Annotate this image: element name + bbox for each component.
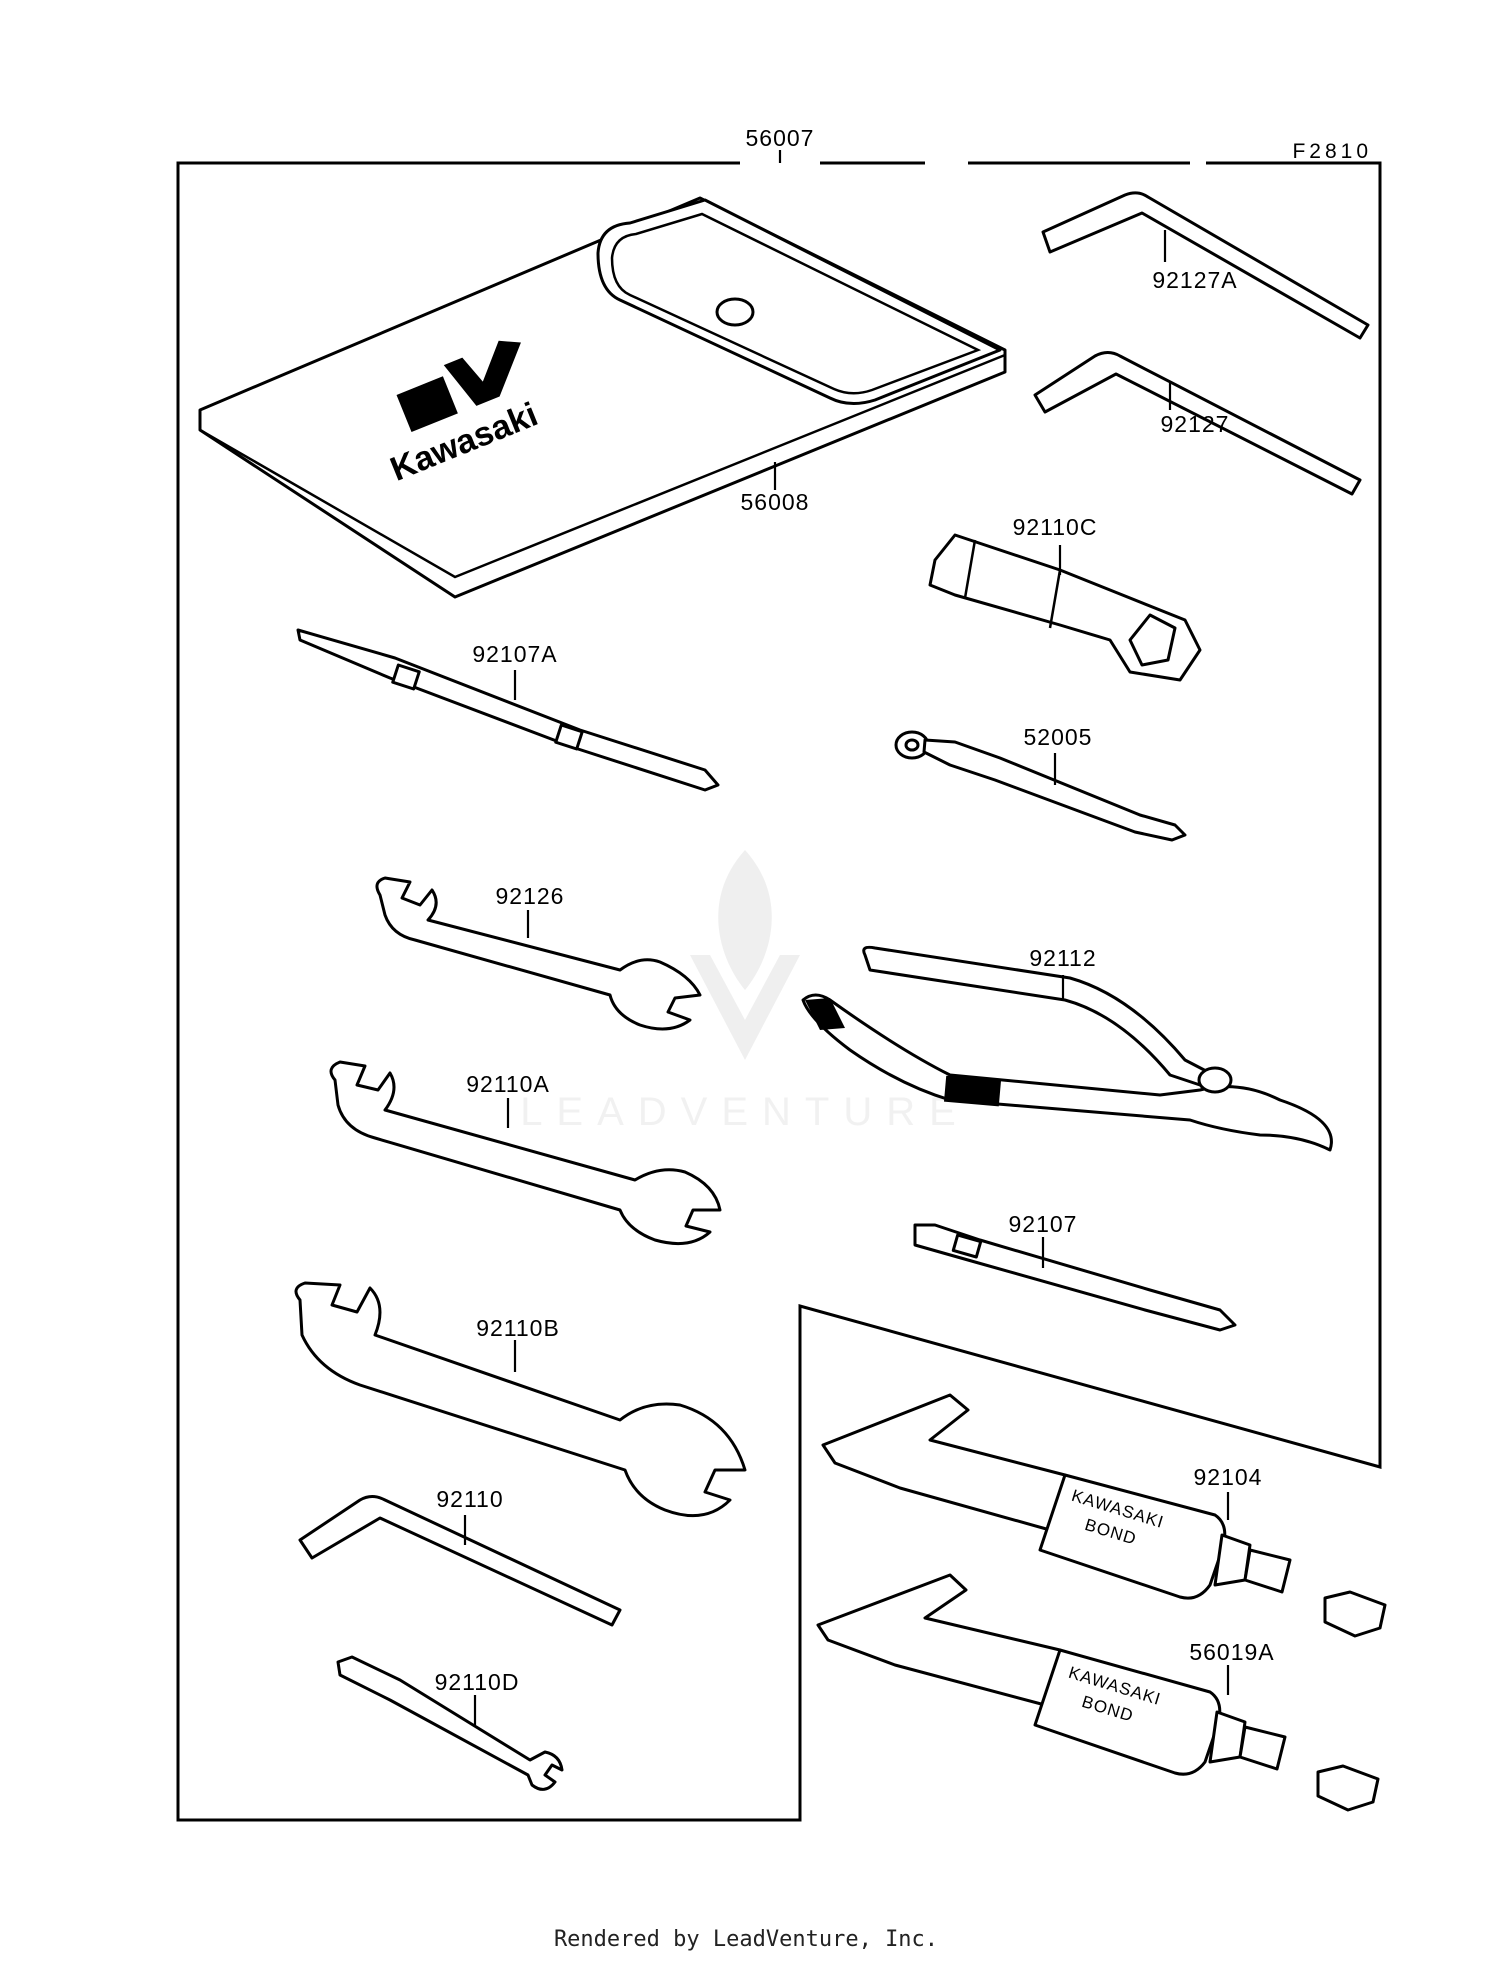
label-92110b: 92110B [476,1315,560,1341]
label-52005: 52005 [1024,724,1093,750]
watermark-text: LEADVENTURE [520,1090,970,1134]
watermark: LEADVENTURE [520,850,970,1134]
wrench-92110a [329,1060,722,1246]
label-56019a: 56019A [1189,1639,1274,1665]
diagram-code: F2810 [1292,140,1372,163]
kit-frame [176,150,1382,1822]
handle-52005 [894,730,1187,842]
screwdriver-92107a [296,628,720,792]
label-92127a: 92127A [1152,267,1237,293]
tool-92110d [336,1655,564,1791]
wrench-92110b [294,1281,747,1518]
label-92110: 92110 [436,1486,503,1512]
bond-tube-56019a: KAWASAKI BOND [816,1573,1380,1812]
hex-wrench-92127 [1033,351,1362,496]
label-56008: 56008 [741,489,810,515]
label-56007: 56007 [746,125,815,151]
hex-wrench-92110 [298,1495,622,1627]
plug-wrench-92110c [928,533,1202,682]
label-92112: 92112 [1029,945,1096,971]
label-92110d: 92110D [435,1669,520,1695]
screwdriver-92107 [913,1223,1237,1332]
label-92127: 92127 [1161,411,1230,437]
pliers-92112 [801,945,1333,1152]
hex-wrench-92127a [1041,191,1370,340]
wrench-92126 [375,876,702,1031]
label-92126: 92126 [496,883,565,909]
footer-credit: Rendered by LeadVenture, Inc. [554,1927,938,1952]
bond-tube-92104: KAWASAKI BOND [821,1393,1387,1638]
label-92107: 92107 [1009,1211,1078,1237]
tool-pouch: Kawasaki [198,196,1007,599]
label-92104: 92104 [1194,1464,1263,1490]
label-92110c: 92110C [1013,514,1098,540]
label-92107a: 92107A [472,641,557,667]
label-92110a: 92110A [466,1071,550,1097]
